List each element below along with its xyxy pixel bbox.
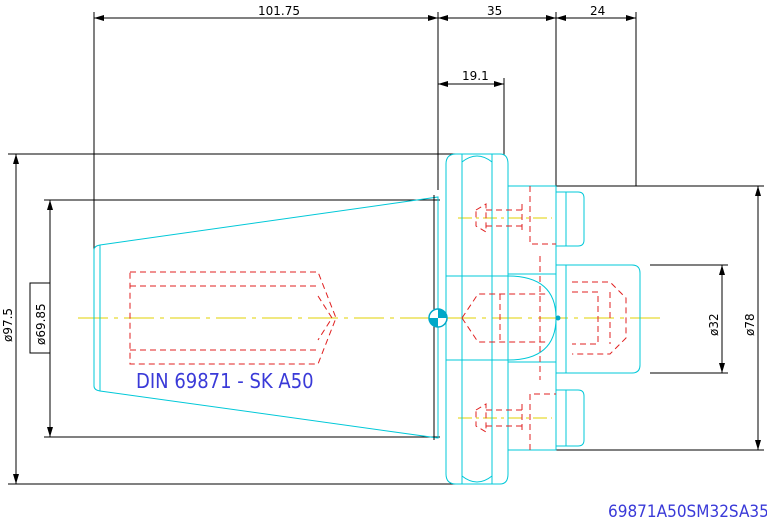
hidden-lines: [129, 186, 627, 450]
holder-outline: [93, 153, 641, 485]
dim-dia-shank: ø32: [707, 313, 721, 336]
dim-dia-flange: ø97.5: [1, 308, 15, 342]
dim-flange-to-face: 35: [487, 4, 502, 18]
dim-gauge-len: 24: [590, 4, 605, 18]
dimension-lines: [8, 12, 764, 485]
standard-label: DIN 69871 - SK A50: [136, 369, 314, 393]
dim-dia-taper: ø69.85: [34, 303, 48, 345]
dim-dia-body: ø78: [743, 313, 757, 336]
dim-groove: 19.1: [462, 69, 489, 83]
gauge-point-symbol: [428, 308, 561, 328]
dim-total-length: 101.75: [258, 4, 300, 18]
arrowheads: [13, 15, 761, 484]
part-number: 69871A50SM32SA35: [608, 502, 767, 522]
centerlines: [78, 217, 660, 419]
